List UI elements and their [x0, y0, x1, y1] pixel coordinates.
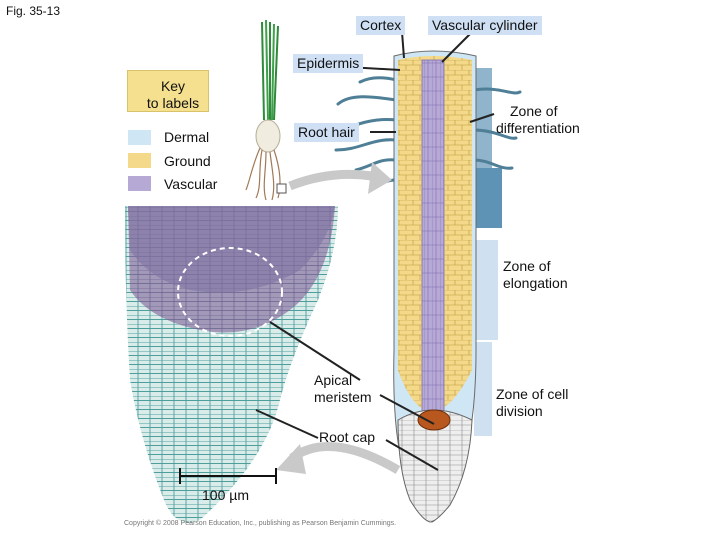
zoom-arrow-top-head: [368, 162, 392, 194]
cortex-label: Cortex: [356, 16, 405, 35]
epidermis-label: Epidermis: [293, 54, 363, 73]
key-label-dermal: Dermal: [164, 129, 209, 146]
zone-elongation-label: Zone of elongation: [503, 258, 568, 292]
key-title: Key to labels: [127, 78, 219, 112]
apical-meristem-shape: [418, 410, 450, 430]
key-swatch-dermal: [128, 130, 151, 145]
key-swatch-ground: [128, 153, 151, 168]
zoom-arrow-bottom: [292, 446, 398, 470]
apical-meristem-label: Apical meristem: [314, 372, 372, 406]
vascular-cylinder-label: Vascular cylinder: [428, 16, 542, 35]
zoom-arrow-top: [290, 174, 372, 186]
key-label-ground: Ground: [164, 153, 211, 170]
zone-bar-division: [474, 342, 492, 436]
root-cap-label: Root cap: [319, 429, 375, 446]
seedling-illustration: [246, 20, 286, 200]
key-label-vascular: Vascular: [164, 176, 217, 193]
key-swatch-vascular: [128, 176, 151, 191]
zone-bar-elongation: [474, 240, 498, 340]
copyright-text: Copyright © 2008 Pearson Education, Inc.…: [124, 520, 396, 527]
zone-differentiation-label: Zone of differentiation: [496, 103, 580, 137]
zone-division-label: Zone of cell division: [496, 386, 568, 420]
zone-bar-upper: [474, 168, 502, 228]
root-hair-label: Root hair: [294, 123, 359, 142]
root-vascular-cylinder: [422, 60, 444, 420]
scale-bar-label: 100 µm: [202, 487, 249, 504]
